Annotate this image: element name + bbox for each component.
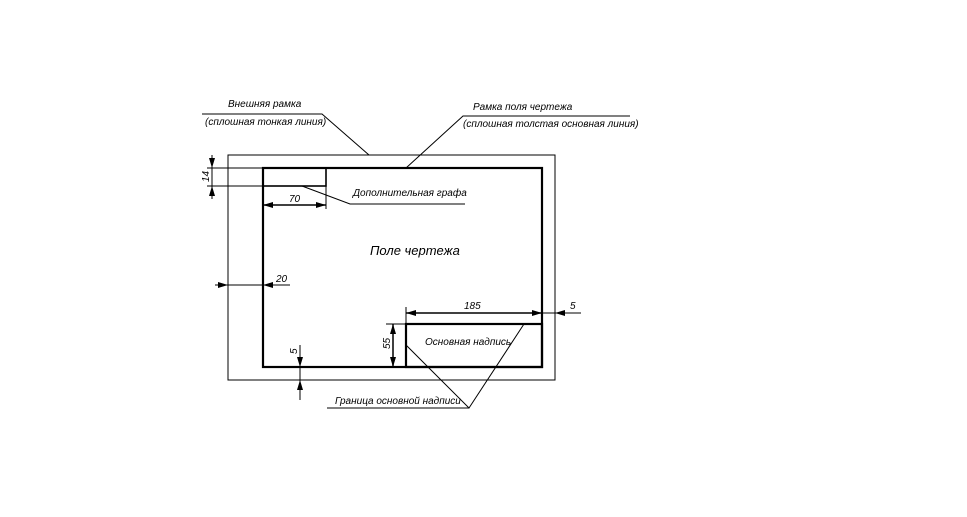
- drawing-field-frame: [261, 166, 544, 369]
- drawing-field-label: Поле чертежа: [370, 243, 460, 258]
- field-frame-note: (сплошная толстая основная линия): [463, 119, 639, 130]
- dim-14-text: 14: [201, 170, 212, 182]
- dim-55-text: 55: [382, 337, 393, 349]
- dim-5-right-text: 5: [570, 301, 576, 312]
- dim-5-bottom-text: 5: [289, 348, 300, 354]
- dimension-bottom-margin: 5: [289, 345, 303, 400]
- dimension-right-margin: 5: [542, 301, 581, 316]
- additional-box: [262, 167, 327, 187]
- dim-185-text: 185: [464, 301, 481, 312]
- dimension-title-block-height: 55: [382, 323, 406, 367]
- dimension-title-block-width: 185: [405, 301, 542, 324]
- additional-box-label: Дополнительная графа: [352, 187, 467, 199]
- outer-frame: [227, 154, 556, 381]
- outer-frame-title: Внешняя рамка: [228, 99, 302, 110]
- dimension-left-margin: 20: [215, 274, 290, 288]
- dimension-additional-width: 70: [263, 186, 327, 209]
- dim-20-text: 20: [275, 274, 288, 285]
- additional-box-callout: Дополнительная графа: [301, 185, 467, 205]
- dim-70-text: 70: [289, 194, 301, 205]
- title-block-border-callout: Граница основной надписи: [327, 323, 525, 409]
- title-block-label: Основная надпись: [425, 337, 511, 348]
- title-block-border-label: Граница основной надписи: [335, 396, 461, 407]
- field-frame-callout: Рамка поля чертежа (сплошная толстая осн…: [405, 102, 639, 169]
- dimension-additional-height: 14: [201, 155, 263, 199]
- outer-frame-note: (сплошная тонкая линия): [205, 117, 326, 128]
- field-frame-title: Рамка поля чертежа: [473, 102, 573, 113]
- outer-frame-callout: Внешняя рамка (сплошная тонкая линия): [202, 99, 370, 156]
